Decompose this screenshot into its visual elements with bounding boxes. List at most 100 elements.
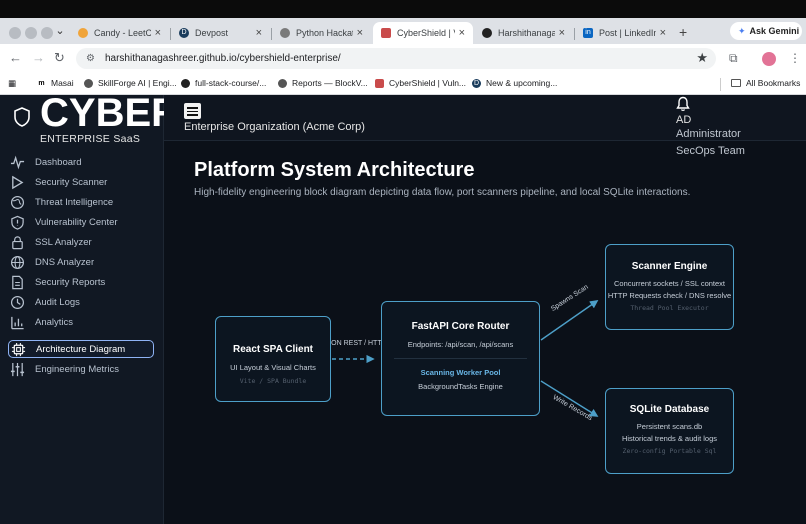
sidebar-item-audit-logs[interactable]: Audit Logs: [8, 293, 154, 311]
close-tab-icon[interactable]: ×: [154, 27, 161, 39]
sparkle-icon: ✦: [738, 25, 746, 36]
sidebar-item-dashboard[interactable]: Dashboard: [8, 153, 154, 171]
activity-icon: [10, 155, 25, 169]
tab-separator: [170, 28, 171, 40]
hamburger-menu-icon[interactable]: [184, 103, 201, 119]
organization-name: Enterprise Organization (Acme Corp): [184, 121, 365, 133]
github-icon: [181, 78, 190, 88]
bookmarks-bar: ▦ m Masai SkillForge AI | Engi... full-s…: [0, 74, 806, 95]
notification-bell-icon[interactable]: [676, 96, 690, 112]
sidebar-item-dns-analyzer[interactable]: DNS Analyzer: [8, 253, 154, 271]
bar-chart-icon: [11, 316, 24, 329]
block-sqlite-database[interactable]: SQLite Database Persistent scans.db Hist…: [605, 388, 734, 474]
ask-gemini-button[interactable]: ✦ Ask Gemini: [730, 22, 802, 40]
window-minimize-dot[interactable]: [25, 27, 37, 39]
all-bookmarks-button[interactable]: All Bookmarks: [731, 78, 800, 88]
url-text: harshithanagashreer.github.io/cybershiel…: [104, 53, 341, 64]
bookmark-masai[interactable]: m Masai: [38, 78, 74, 88]
bookmark-star-icon[interactable]: ★: [696, 50, 708, 65]
sidebar: CYBER ENTERPRISE SaaS Dashboard Security…: [0, 91, 164, 524]
tab-linkedin-post[interactable]: in Post | LinkedIn ×: [575, 22, 674, 44]
user-avatar-initials[interactable]: AD: [676, 114, 692, 126]
menu-dots-icon[interactable]: ⋮: [789, 51, 801, 65]
architecture-diagram: JSON REST / HTTP Spawns Scan Write Recor…: [164, 141, 806, 524]
tab-candy-leetcode[interactable]: Candy - LeetCo ×: [70, 22, 169, 44]
masai-icon: m: [38, 79, 45, 87]
bookmark-skillforge[interactable]: SkillForge AI | Engi...: [84, 78, 177, 88]
edge-router-scanner: [540, 300, 599, 341]
profile-avatar[interactable]: [762, 52, 776, 66]
globe-icon: [84, 78, 93, 88]
bookmark-cybershield[interactable]: CyberShield | Vuln...: [375, 78, 466, 88]
close-tab-icon[interactable]: ×: [255, 27, 262, 39]
linkedin-icon: in: [583, 28, 593, 38]
browser-toolbar: ← → ↻ ⚙ harshithanagashreer.github.io/cy…: [0, 44, 806, 74]
globe-icon: [278, 78, 287, 88]
window-zoom-dot[interactable]: [41, 27, 53, 39]
close-tab-icon[interactable]: ×: [558, 27, 565, 39]
new-tab-button[interactable]: +: [679, 24, 688, 40]
close-tab-icon[interactable]: ×: [356, 27, 363, 39]
file-icon: [12, 275, 23, 289]
router-divider: [394, 358, 527, 359]
block-react-spa-client[interactable]: React SPA Client UI Layout & Visual Char…: [215, 316, 331, 402]
sidebar-item-ssl-analyzer[interactable]: SSL Analyzer: [8, 233, 154, 251]
page-title: Platform System Architecture: [194, 159, 475, 181]
window-close-dot[interactable]: [9, 27, 21, 39]
shield-icon: [11, 215, 24, 230]
sidebar-item-architecture-diagram[interactable]: Architecture Diagram: [8, 340, 154, 358]
bookmark-reports[interactable]: Reports — BlockV...: [278, 78, 368, 88]
app-root: CYBER ENTERPRISE SaaS Dashboard Security…: [0, 91, 806, 524]
clock-icon: [10, 295, 25, 309]
folder-icon: [731, 79, 741, 87]
tab-separator: [271, 28, 272, 40]
user-team: SecOps Team: [676, 145, 745, 157]
site-settings-icon[interactable]: ⚙: [86, 53, 95, 64]
globe-icon: [280, 28, 290, 38]
page-subtitle: High-fidelity engineering block diagram …: [194, 187, 691, 198]
tab-separator: [574, 28, 575, 40]
devpost-icon: D: [179, 28, 189, 38]
sidebar-item-engineering-metrics[interactable]: Engineering Metrics: [8, 360, 154, 378]
reload-icon[interactable]: ↻: [54, 50, 65, 65]
back-arrow-icon[interactable]: ←: [9, 50, 22, 65]
app-header: Enterprise Organization (Acme Corp): [164, 95, 806, 141]
bookmark-devpost[interactable]: D New & upcoming...: [472, 78, 558, 88]
tab-devpost[interactable]: D Devpost ×: [171, 22, 270, 44]
tab-python-hackathon[interactable]: Python Hackath ×: [272, 22, 371, 44]
globe-icon: [10, 195, 25, 209]
apps-grid-icon[interactable]: ▦: [8, 78, 17, 88]
forward-arrow-icon[interactable]: →: [32, 50, 45, 65]
sliders-icon: [10, 362, 25, 376]
brand-subtitle: ENTERPRISE SaaS: [40, 133, 141, 145]
block-fastapi-core-router[interactable]: FastAPI Core Router Endpoints: /api/scan…: [381, 301, 540, 416]
sidebar-item-security-scanner[interactable]: Security Scanner: [8, 173, 154, 191]
extensions-icon[interactable]: ⧉: [729, 51, 738, 65]
address-bar[interactable]: ⚙ harshithanagashreer.github.io/cybershi…: [76, 48, 716, 69]
bookmarks-separator: [720, 78, 721, 91]
sidebar-item-security-reports[interactable]: Security Reports: [8, 273, 154, 291]
tab-cybershield[interactable]: CyberShield | V ×: [373, 22, 473, 44]
tab-github-harshitha[interactable]: Harshithanagas ×: [474, 22, 573, 44]
main-content: Platform System Architecture High-fideli…: [164, 141, 806, 524]
browser-tab-bar: ⌄ Candy - LeetCo × D Devpost × Python Ha…: [0, 18, 806, 44]
edge-router-db: [540, 380, 599, 417]
sidebar-item-analytics[interactable]: Analytics: [8, 313, 154, 331]
cpu-icon: [11, 342, 26, 356]
sidebar-item-vulnerability-center[interactable]: Vulnerability Center: [8, 213, 154, 231]
close-tab-icon[interactable]: ×: [659, 27, 666, 39]
github-icon: [482, 28, 492, 38]
tab-search-chevron-icon[interactable]: ⌄: [55, 25, 65, 37]
close-tab-icon[interactable]: ×: [458, 27, 465, 39]
brand-logo-text: CYBER: [40, 91, 164, 135]
shield-icon: [375, 78, 384, 88]
shield-icon: [381, 28, 391, 38]
lock-icon: [12, 235, 23, 249]
shield-icon: [14, 107, 30, 127]
sidebar-item-threat-intelligence[interactable]: Threat Intelligence: [8, 193, 154, 211]
play-icon: [12, 175, 24, 189]
bookmark-fullstack[interactable]: full-stack-course/...: [181, 78, 266, 88]
block-scanner-engine[interactable]: Scanner Engine Concurrent sockets / SSL …: [605, 244, 734, 330]
leetcode-icon: [78, 28, 88, 38]
diagram-connectors: [332, 300, 599, 417]
